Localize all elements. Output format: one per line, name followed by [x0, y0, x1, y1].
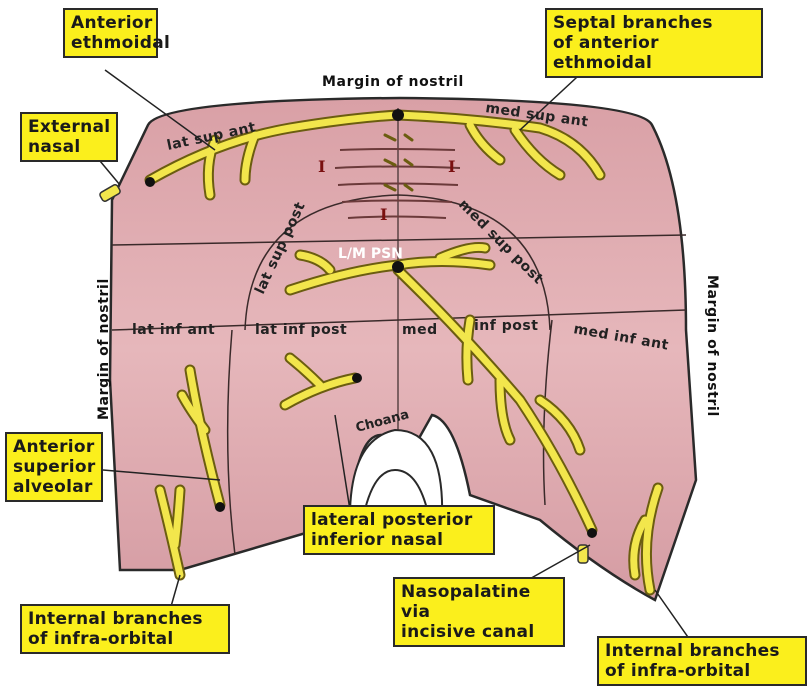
region-lat-inf-ant: lat inf ant: [132, 322, 215, 338]
callout-line: Internal branches: [28, 609, 222, 629]
region-med-inf-post-a: med: [402, 322, 438, 338]
roman-numeral-center: I: [380, 205, 387, 224]
roman-numeral-left: I: [318, 157, 325, 176]
callout-line: Septal branches: [553, 13, 755, 33]
callout-line: Anterior: [71, 13, 150, 33]
callout-septal-branches: Septal branches of anterior ethmoidal: [545, 8, 763, 78]
margin-of-nostril-top: Margin of nostril: [322, 74, 464, 90]
callout-internal-branches-right: Internal branches of infra-orbital: [597, 636, 807, 686]
callout-internal-branches-left: Internal branches of infra-orbital: [20, 604, 230, 654]
margin-of-nostril-left: Margin of nostril: [96, 278, 112, 420]
callout-lateral-posterior-inferior-nasal: lateral posterior inferior nasal: [303, 505, 495, 555]
callout-line: of infra-orbital: [28, 629, 222, 649]
callout-line: External: [28, 117, 110, 137]
callout-line: superior: [13, 457, 95, 477]
callout-line: inferior nasal: [311, 530, 487, 550]
callout-line: Internal branches: [605, 641, 799, 661]
callout-line: incisive canal: [401, 622, 557, 642]
callout-line: nasal: [28, 137, 110, 157]
callout-line: of infra-orbital: [605, 661, 799, 681]
region-med-inf-post-b: inf post: [474, 318, 538, 334]
callout-line: Nasopalatine via: [401, 582, 557, 622]
callout-anterior-superior-alveolar: Anterior superior alveolar: [5, 432, 103, 502]
region-lat-inf-post: lat inf post: [255, 322, 347, 338]
callout-line: alveolar: [13, 477, 95, 497]
callout-anterior-ethmoidal: Anterior ethmoidal: [63, 8, 158, 58]
roman-numeral-right: I: [448, 157, 455, 176]
callout-line: Anterior: [13, 437, 95, 457]
callout-nasopalatine: Nasopalatine via incisive canal: [393, 577, 565, 647]
callout-line: of anterior ethmoidal: [553, 33, 755, 73]
callout-line: lateral posterior: [311, 510, 487, 530]
callout-external-nasal: External nasal: [20, 112, 118, 162]
psn-label: L/M PSN: [338, 246, 403, 262]
callout-line: ethmoidal: [71, 33, 150, 53]
margin-of-nostril-right: Margin of nostril: [704, 275, 720, 417]
